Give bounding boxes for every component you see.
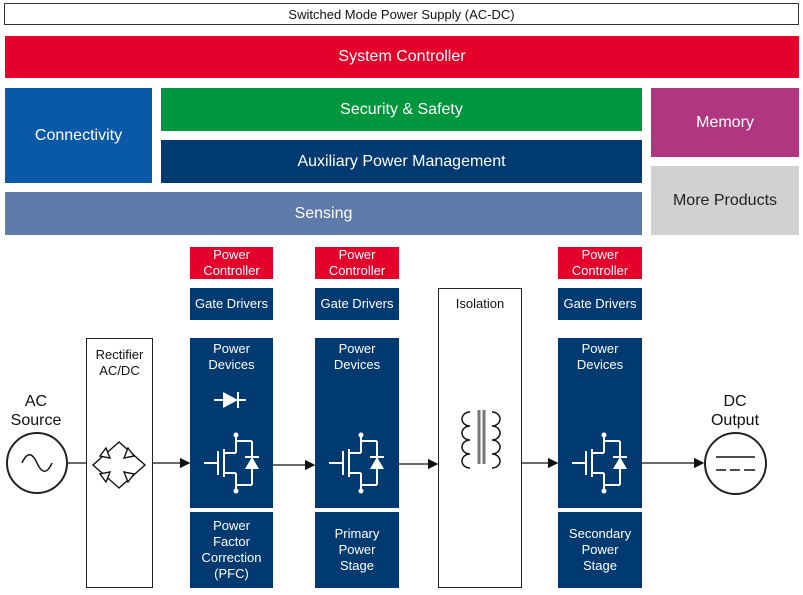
diode-icon (214, 392, 246, 408)
dc-symbol-icon (716, 456, 755, 471)
transformer-icon (461, 410, 501, 469)
bridge-rectifier-icon (91, 441, 147, 489)
more-products-block: More Products (651, 166, 799, 235)
power-controller-pfc: Power Controller (190, 247, 273, 279)
primary-stage-label: Primary Power Stage (315, 512, 399, 588)
pfc-stage-label: Power Factor Correction (PFC) (190, 512, 273, 588)
gate-drivers-secondary: Gate Drivers (558, 288, 642, 320)
mosfet-icon-secondary (571, 431, 628, 495)
power-devices-pfc: Power Devices (190, 338, 273, 508)
secondary-stage-label: Secondary Power Stage (558, 512, 642, 588)
sensing-block: Sensing (5, 192, 642, 235)
security-safety-block: Security & Safety (161, 88, 642, 131)
ac-source-label: AC Source (10, 393, 62, 429)
memory-block: Memory (651, 88, 799, 157)
dc-output-symbol (704, 432, 767, 495)
rectifier-label: Rectifier AC/DC (95, 347, 144, 378)
diagram-title: Switched Mode Power Supply (AC-DC) (4, 3, 799, 25)
system-controller-block: System Controller (5, 36, 799, 78)
connectivity-block: Connectivity (5, 88, 152, 183)
mosfet-icon-primary (328, 431, 385, 495)
gate-drivers-pfc: Gate Drivers (190, 288, 273, 320)
auxiliary-power-block: Auxiliary Power Management (161, 140, 642, 183)
mosfet-icon-pfc (203, 431, 260, 495)
power-controller-primary: Power Controller (315, 247, 399, 279)
isolation-label: Isolation (455, 296, 505, 311)
power-devices-primary: Power Devices (315, 338, 399, 508)
signal-arrows (153, 457, 705, 471)
gate-drivers-primary: Gate Drivers (315, 288, 399, 320)
dc-output-label: DC Output (710, 393, 760, 429)
power-controller-secondary: Power Controller (558, 247, 642, 279)
power-devices-secondary: Power Devices (558, 338, 642, 508)
sine-wave-icon (21, 454, 53, 472)
